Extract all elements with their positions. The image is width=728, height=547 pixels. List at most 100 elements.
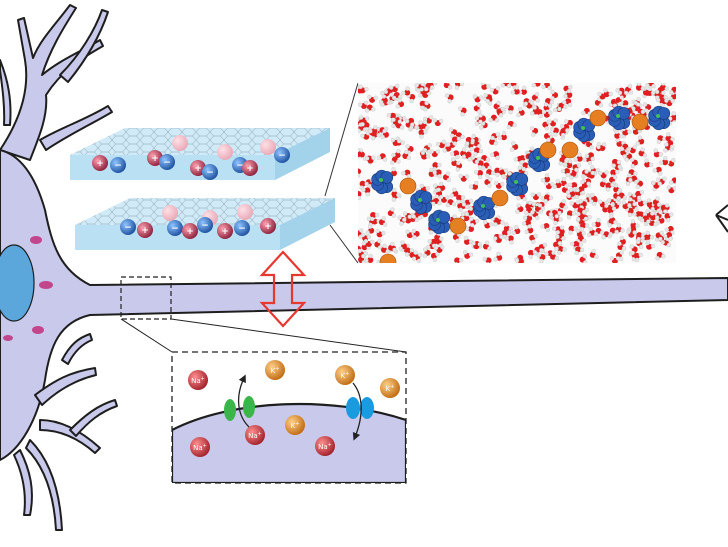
water-molecule xyxy=(560,128,570,138)
cation: + xyxy=(137,222,153,238)
solute-cluster-blue xyxy=(506,171,529,197)
water-molecule xyxy=(557,102,568,112)
plus-sign: + xyxy=(141,226,149,236)
water-molecule xyxy=(474,159,484,170)
water-molecule xyxy=(596,142,607,151)
ion-channel-green-right xyxy=(243,396,255,418)
water-molecule xyxy=(451,157,461,167)
anion: − xyxy=(120,219,136,235)
water-molecule xyxy=(575,228,586,238)
water-molecule xyxy=(360,131,371,140)
water-molecule xyxy=(390,156,401,165)
minus-sign: − xyxy=(124,223,132,233)
water-molecule xyxy=(653,148,663,158)
plus-sign: + xyxy=(264,222,272,232)
anion: − xyxy=(167,220,183,236)
ion-channel-blue-right xyxy=(360,397,374,419)
water-molecule xyxy=(527,249,538,259)
water-molecule xyxy=(404,117,415,127)
water-molecule xyxy=(584,169,595,178)
water-molecule xyxy=(664,212,674,223)
water-molecule xyxy=(548,209,559,219)
water-molecule xyxy=(436,181,446,192)
sodium-ion: Na+ xyxy=(190,437,210,457)
solute-cluster-blue xyxy=(608,105,631,131)
water-molecule xyxy=(457,202,467,212)
water-molecule xyxy=(418,87,427,98)
water-molecule xyxy=(666,185,676,194)
water-molecule xyxy=(598,170,609,179)
potassium-ion: K+ xyxy=(380,378,400,398)
water-molecule xyxy=(465,136,475,146)
minus-sign: − xyxy=(236,161,244,171)
water-molecule xyxy=(398,240,407,251)
water-molecule xyxy=(359,180,369,190)
minus-sign: − xyxy=(201,221,209,231)
water-molecule xyxy=(660,203,670,214)
water-molecule xyxy=(599,178,609,189)
water-molecule xyxy=(444,93,454,104)
water-molecule xyxy=(531,83,541,88)
water-molecule xyxy=(530,105,539,116)
water-molecule xyxy=(387,207,397,218)
water-molecule xyxy=(458,106,467,117)
water-molecule xyxy=(550,126,559,137)
water-molecule xyxy=(389,83,400,93)
water-molecule xyxy=(511,225,521,236)
water-molecule xyxy=(559,199,568,210)
water-molecule xyxy=(626,144,637,154)
water-molecule xyxy=(435,139,447,149)
water-molecule xyxy=(482,256,492,263)
water-molecule xyxy=(419,100,429,110)
water-molecule xyxy=(540,173,551,183)
water-molecule xyxy=(627,169,638,178)
water-molecule xyxy=(471,241,482,250)
water-molecule xyxy=(493,251,503,262)
water-molecule xyxy=(402,149,412,160)
water-molecule xyxy=(566,210,577,220)
water-molecule xyxy=(591,218,601,228)
water-molecule xyxy=(552,179,562,189)
water-molecule xyxy=(401,86,411,96)
water-molecule xyxy=(635,83,645,91)
water-molecule xyxy=(579,254,588,263)
water-molecule xyxy=(432,169,442,179)
anion: − xyxy=(110,157,126,173)
cation: + xyxy=(217,223,233,239)
water-molecule xyxy=(621,200,632,210)
water-molecule xyxy=(451,136,462,146)
water-molecule xyxy=(615,95,624,106)
anion: − xyxy=(202,164,218,180)
water-molecule xyxy=(488,114,500,123)
sodium-ion-label: Na+ xyxy=(193,443,207,452)
minus-sign: − xyxy=(171,224,179,234)
solute-cluster-blue xyxy=(428,209,451,235)
water-molecule xyxy=(438,194,450,203)
water-molecule xyxy=(432,118,444,127)
water-molecule xyxy=(626,229,637,238)
water-molecule xyxy=(468,180,479,190)
water-molecule xyxy=(481,162,492,171)
water-molecule xyxy=(496,106,505,118)
solute-cluster-blue xyxy=(528,147,551,173)
anion: − xyxy=(159,154,175,170)
sodium-ion-label: Na+ xyxy=(318,442,332,451)
sodium-ion-label: Na+ xyxy=(191,376,205,385)
water-molecule xyxy=(378,216,388,227)
zoom-line-right xyxy=(170,318,407,353)
cation xyxy=(260,139,276,155)
water-molecule xyxy=(499,168,509,179)
water-molecule xyxy=(463,250,474,259)
water-molecule xyxy=(658,156,669,166)
water-molecule xyxy=(427,238,437,248)
water-molecule xyxy=(640,215,651,224)
water-molecule xyxy=(530,192,542,201)
water-molecule xyxy=(504,235,514,245)
water-molecule xyxy=(642,102,652,113)
water-molecule xyxy=(584,152,595,162)
water-molecule xyxy=(536,253,546,263)
water-molecule xyxy=(404,247,415,257)
water-molecule xyxy=(419,183,430,193)
water-molecule xyxy=(531,92,540,103)
water-molecule xyxy=(529,233,538,244)
